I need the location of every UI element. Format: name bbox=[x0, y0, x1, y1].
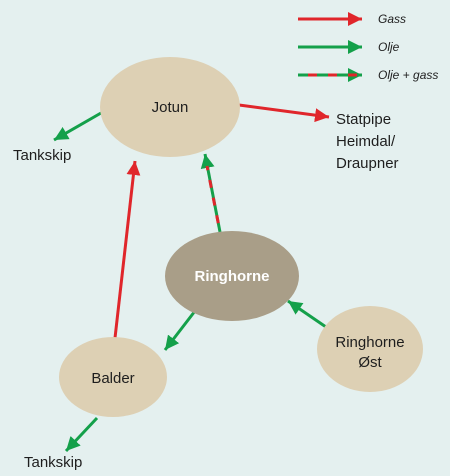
flow-jotun-tankskip bbox=[53, 111, 102, 142]
node-jotun-label: Jotun bbox=[152, 99, 189, 116]
node-ringhorne-ost-label-line1: Ringhorne bbox=[335, 334, 404, 351]
flow-ringhorne-jotun bbox=[200, 153, 222, 233]
destination-statpipe-line3: Draupner bbox=[336, 155, 399, 172]
destination-statpipe-line2: Heimdal/ bbox=[336, 133, 396, 150]
flow-balder-jotun bbox=[113, 160, 141, 339]
node-ringhorne-ost-label-line2: Øst bbox=[358, 354, 382, 371]
node-ringhorne: Ringhorne bbox=[165, 231, 299, 321]
node-balder: Balder bbox=[59, 337, 167, 417]
legend-oil-gas-label: Olje + gass bbox=[378, 68, 438, 82]
destination-tankskip-top: Tankskip bbox=[13, 147, 71, 164]
flow-balder-tankskip bbox=[64, 416, 99, 453]
node-balder-label: Balder bbox=[91, 370, 134, 387]
legend: Gass Olje Olje + gass bbox=[298, 12, 438, 82]
destination-statpipe-line1: Statpipe bbox=[336, 111, 391, 128]
legend-gas-label: Gass bbox=[378, 12, 406, 26]
legend-oil-label: Olje bbox=[378, 40, 400, 54]
flows bbox=[53, 103, 330, 453]
flow-jotun-statpipe bbox=[238, 103, 330, 123]
node-ringhorne-ost: Ringhorne Øst bbox=[317, 306, 423, 392]
node-jotun: Jotun bbox=[100, 57, 240, 157]
destination-statpipe: Statpipe Heimdal/ Draupner bbox=[336, 111, 399, 172]
node-ringhorne-label: Ringhorne bbox=[195, 268, 270, 285]
flow-ringhorne-balder bbox=[163, 310, 197, 351]
destination-tankskip-bottom: Tankskip bbox=[24, 454, 82, 471]
flow-ringhorne-ost-ringhorne bbox=[287, 299, 327, 329]
